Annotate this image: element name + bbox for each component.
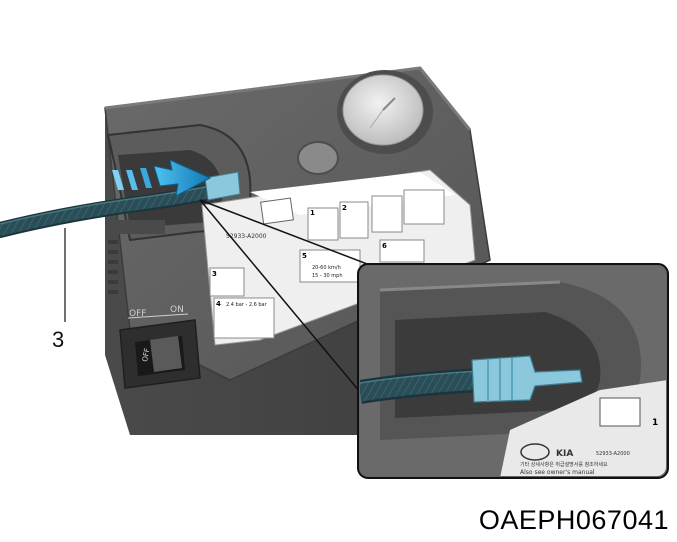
step-3-num: 3: [212, 270, 217, 278]
label-pressure: 2.4 bar - 2.6 bar: [226, 302, 268, 308]
step-4-num: 4: [216, 300, 221, 308]
callout-number-3: 3: [52, 327, 65, 352]
label-speed-2: 15 - 30 mph: [312, 273, 343, 279]
insert-direction-arrow: [112, 159, 212, 197]
zoom-lines: [199, 199, 389, 393]
instruction-label: 52933-A2000 1 2 3 4 2.4 bar - 2.6 bar 5 …: [201, 169, 476, 346]
detail-owners-manual: Also see owner's manual: [520, 469, 595, 476]
step-1-num: 1: [310, 209, 315, 217]
detail-step-num: 1: [652, 418, 658, 428]
figure-code: OAEPH067041: [478, 505, 669, 535]
label-speed-1: 20-60 km/h: [312, 265, 341, 271]
detail-brand: KIA: [556, 449, 573, 459]
pressure-gauge: [337, 70, 433, 154]
step-5-num: 5: [302, 252, 307, 260]
hose-connector: [204, 171, 241, 201]
power-switch: OFF ON OFF: [119, 305, 201, 389]
step-2-num: 2: [342, 204, 347, 212]
detail-part-no: 52933-A2000: [596, 451, 630, 457]
switch-on-label: ON: [170, 305, 184, 315]
rocker-label: OFF: [141, 348, 151, 363]
detail-korean: 기타 상세사항은 취급설명서를 참조하세요: [520, 461, 608, 468]
vent-slats: [108, 240, 118, 294]
label-part-no: 52933-A2000: [226, 233, 267, 240]
detail-inset: 1 KIA 52933-A2000 기타 상세사항은 취급설명서를 참조하세요 …: [357, 263, 669, 479]
round-knob: [297, 141, 339, 175]
switch-off-label: OFF: [129, 309, 146, 319]
step-6-num: 6: [382, 242, 387, 250]
